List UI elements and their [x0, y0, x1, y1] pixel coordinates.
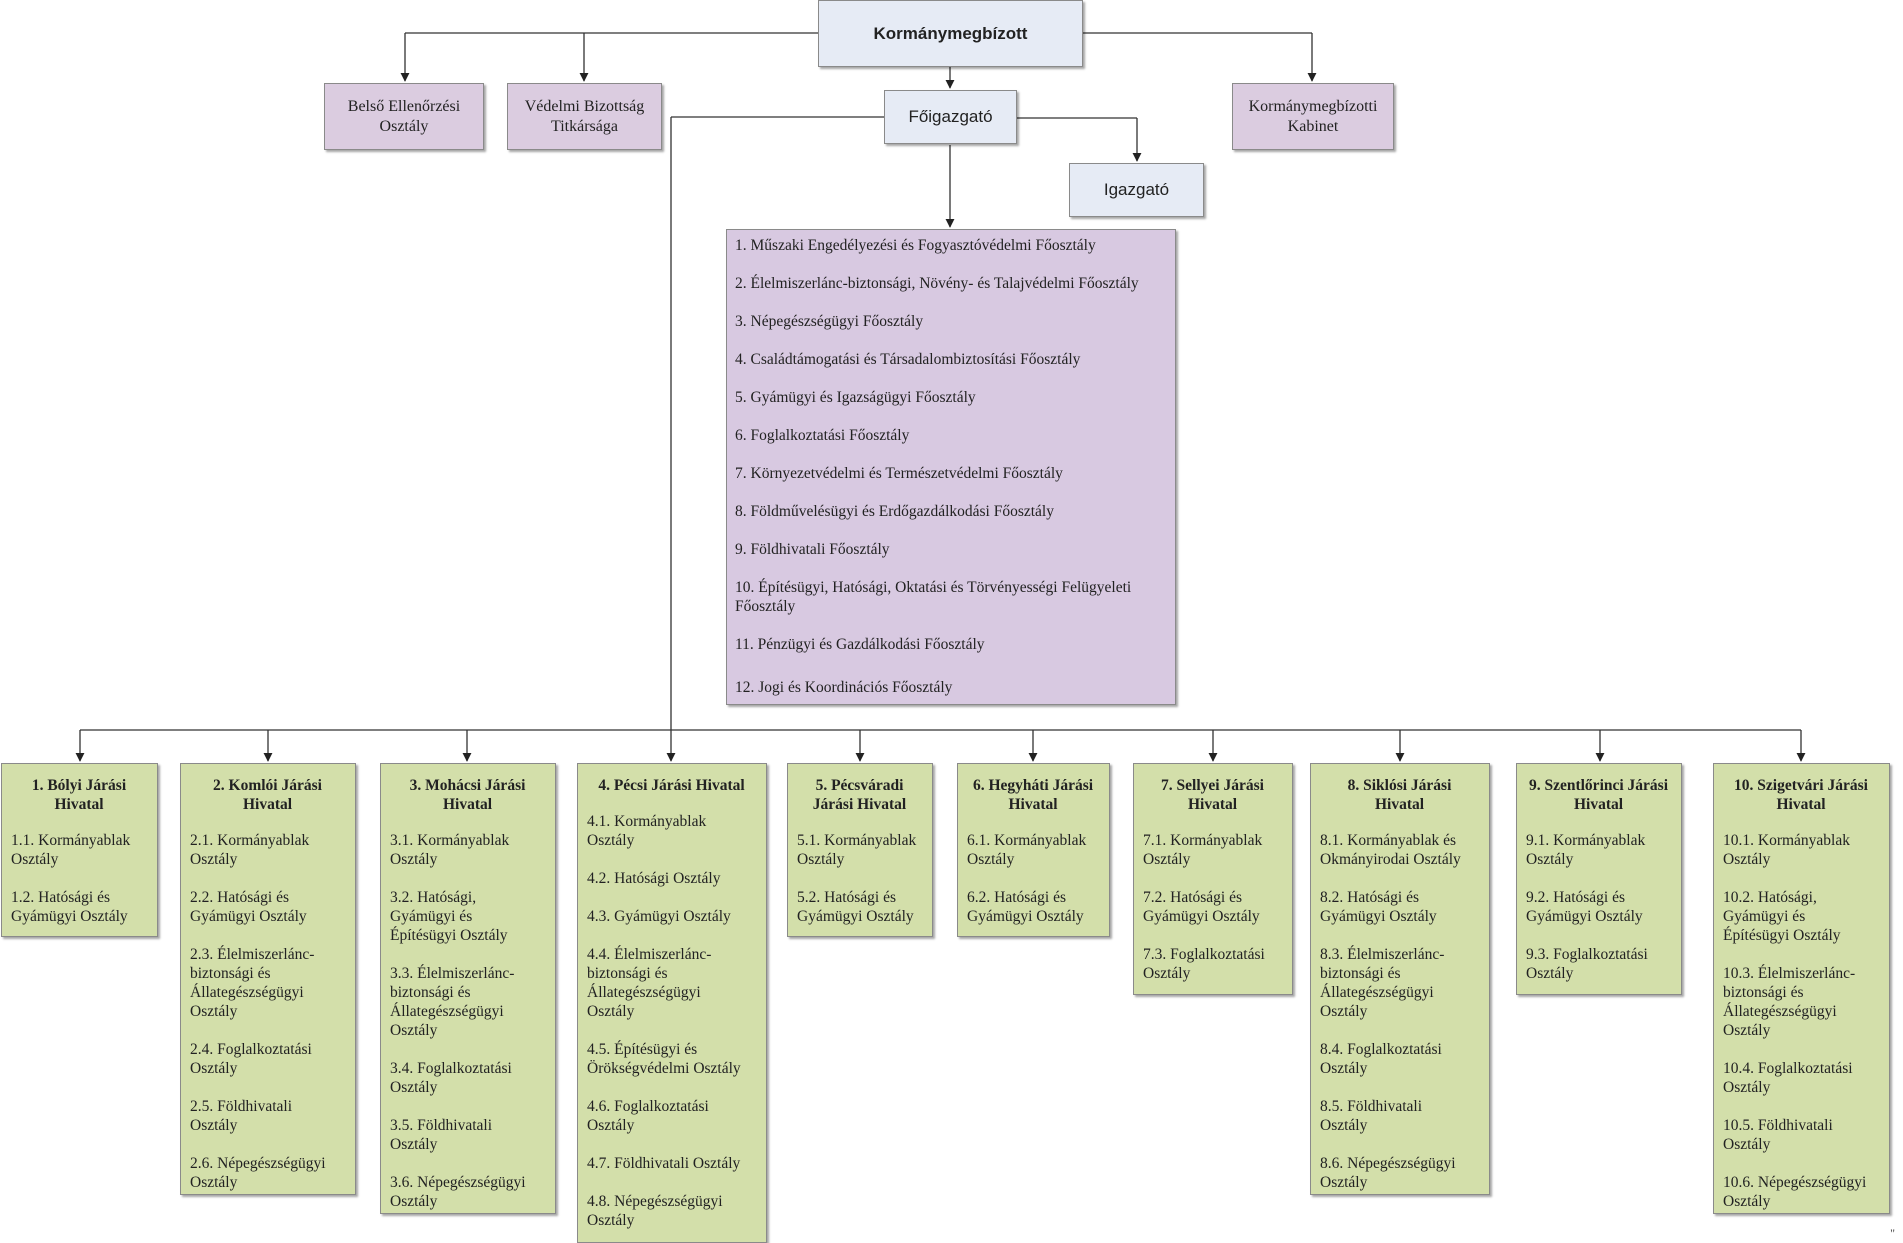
district-office-title: 9. Szentlőrinci Járási Hivatal: [1528, 777, 1669, 813]
corner-mark: ": [1890, 1226, 1895, 1240]
director-general-label: Főigazgató: [908, 107, 993, 126]
district-department: 4.2. Hatósági Osztály: [587, 870, 721, 887]
main-department: 10. Építésügyi, Hatósági, Oktatási és Tö…: [735, 579, 1132, 615]
government-commissioner-label: Kormánymegbízott: [873, 23, 1028, 43]
district-department: 4.8. Népegészségügyi Osztály: [587, 1193, 723, 1229]
internal-audit-label: Belső Ellenőrzési Osztály: [347, 97, 461, 135]
district-department: 4.5. Építésügyi és Örökségvédelmi Osztál…: [587, 1041, 741, 1077]
defense-committee-box: Védelmi Bizottság Titkársága: [507, 83, 662, 150]
district-department: 2.1. Kormányablak Osztály: [190, 832, 310, 868]
district-department: 2.4. Foglalkoztatási Osztály: [190, 1041, 312, 1077]
district-department: 2.2. Hatósági és Gyámügyi Osztály: [190, 889, 307, 925]
director-label: Igazgató: [1103, 180, 1170, 199]
district-department: 5.1. Kormányablak Osztály: [797, 832, 917, 868]
district-department: 4.4. Élelmiszerlánc- biztonsági és Állat…: [587, 946, 712, 1020]
main-department: 9. Földhivatali Főosztály: [735, 541, 890, 558]
main-department: 7. Környezetvédelmi és Természetvédelmi …: [735, 465, 1063, 482]
district-department: 9.1. Kormányablak Osztály: [1526, 832, 1646, 868]
district-department: 9.2. Hatósági és Gyámügyi Osztály: [1526, 889, 1643, 925]
district-office-title: 10. Szigetvári Járási Hivatal: [1734, 777, 1868, 813]
district-office-box: 6. Hegyháti Járási Hivatal 6.1. Kormányab…: [957, 763, 1110, 937]
district-department: 2.5. Földhivatali Osztály: [190, 1098, 293, 1134]
district-department: 1.2. Hatósági és Gyámügyi Osztály: [11, 889, 128, 925]
district-department: 10.3. Élelmiszerlánc- biztonsági és Álla…: [1723, 965, 1856, 1039]
district-department: 4.6. Foglalkoztatási Osztály: [587, 1098, 709, 1134]
main-department: 2. Élelmiszerlánc-biztonsági, Növény- és…: [735, 275, 1139, 292]
district-department: 10.1. Kormányablak Osztály: [1723, 832, 1850, 868]
district-department: 4.7. Földhivatali Osztály: [587, 1155, 741, 1172]
cabinet-box: Kormánymegbízotti Kabinet: [1232, 83, 1394, 150]
district-department: 3.3. Élelmiszerlánc- biztonsági és Állat…: [390, 965, 515, 1039]
government-commissioner-box: Kormánymegbízott: [818, 0, 1083, 67]
district-department: 10.6. Népegészségügyi Osztály: [1723, 1174, 1867, 1210]
defense-committee-label: Védelmi Bizottság Titkársága: [524, 97, 645, 135]
district-department: 4.1. Kormányablak Osztály: [587, 813, 707, 849]
district-department: 8.5. Földhivatali Osztály: [1320, 1098, 1423, 1134]
district-department: 8.2. Hatósági és Gyámügyi Osztály: [1320, 889, 1437, 925]
district-department: 8.4. Foglalkoztatási Osztály: [1320, 1041, 1442, 1077]
district-department: 8.3. Élelmiszerlánc- biztonsági és Állat…: [1320, 946, 1445, 1020]
district-department: 8.1. Kormányablak és Okmányirodai Osztál…: [1320, 832, 1461, 868]
district-department: 10.4. Foglalkoztatási Osztály: [1723, 1060, 1853, 1096]
main-department: 4. Családtámogatási és Társadalombiztosí…: [735, 351, 1081, 368]
district-department: 4.3. Gyámügyi Osztály: [587, 908, 731, 925]
district-office-title: 8. Siklósi Járási Hivatal: [1347, 777, 1452, 813]
main-department: 8. Földművelésügyi és Erdőgazdálkodási F…: [735, 503, 1054, 520]
district-department: 5.2. Hatósági és Gyámügyi Osztály: [797, 889, 914, 925]
district-department: 3.6. Népegészségügyi Osztály: [390, 1174, 526, 1210]
district-office-box: 2. Komlói Járási Hivatal 2.1. Kormányabla…: [180, 763, 356, 1195]
district-department: 6.1. Kormányablak Osztály: [967, 832, 1087, 868]
district-department: 3.2. Hatósági, Gyámügyi és Építésügyi Os…: [390, 889, 508, 944]
district-office-box: 3. Mohácsi Járási Hivatal 3.1. Kormányabl…: [380, 763, 556, 1214]
internal-audit-box: Belső Ellenőrzési Osztály: [324, 83, 484, 150]
district-department: 3.5. Földhivatali Osztály: [390, 1117, 493, 1153]
main-department: 6. Foglalkoztatási Főosztály: [735, 427, 910, 444]
district-department: 7.3. Foglalkoztatási Osztály: [1143, 946, 1265, 982]
district-department: 9.3. Foglalkoztatási Osztály: [1526, 946, 1648, 982]
district-office-title: 6. Hegyháti Járási Hivatal: [972, 777, 1094, 813]
district-department: 1.1. Kormányablak Osztály: [11, 832, 131, 868]
main-department: 1. Műszaki Engedélyezési és Fogyasztóvéd…: [735, 237, 1096, 254]
district-office-title: 7. Sellyei Járási Hivatal: [1161, 777, 1264, 813]
district-department: 7.1. Kormányablak Osztály: [1143, 832, 1263, 868]
main-department: 11. Pénzügyi és Gazdálkodási Főosztály: [735, 636, 985, 653]
main-department: 12. Jogi és Koordinációs Főosztály: [735, 679, 953, 696]
district-office-title: 1. Bólyi Járási Hivatal: [31, 777, 127, 813]
district-department: 3.4. Foglalkoztatási Osztály: [390, 1060, 512, 1096]
district-office-box: 10. Szigetvári Járási Hivatal 10.1. Kormá…: [1713, 763, 1890, 1214]
district-office-box: 1. Bólyi Járási Hivatal 1.1. Kormányablak…: [1, 763, 158, 937]
district-office-title: 2. Komlói Járási Hivatal: [213, 777, 322, 813]
director-general-box: Főigazgató: [884, 90, 1017, 144]
district-office-box: 9. Szentlőrinci Járási Hivatal 9.1. Kormá…: [1516, 763, 1682, 995]
district-office-box: 5. Pécsváradi Járási Hivatal 5.1. Kormány…: [787, 763, 933, 937]
main-department: 3. Népegészségügyi Főosztály: [735, 313, 924, 330]
main-department: 5. Gyámügyi és Igazságügyi Főosztály: [735, 389, 976, 406]
cabinet-label: Kormánymegbízotti Kabinet: [1248, 97, 1378, 135]
district-department: 10.5. Földhivatali Osztály: [1723, 1117, 1833, 1153]
district-office-box: 7. Sellyei Járási Hivatal 7.1. Kormányabl…: [1133, 763, 1293, 995]
district-department: 7.2. Hatósági és Gyámügyi Osztály: [1143, 889, 1260, 925]
director-box: Igazgató: [1069, 163, 1204, 217]
district-department: 2.6. Népegészségügyi Osztály: [190, 1155, 326, 1191]
district-office-box: 4. Pécsi Járási Hivatal 4.1. Kormányablak…: [577, 763, 767, 1243]
district-department: 10.2. Hatósági, Gyámügyi és Építésügyi O…: [1723, 889, 1841, 944]
district-department: 8.6. Népegészségügyi Osztály: [1320, 1155, 1456, 1191]
district-office-title: 5. Pécsváradi Járási Hivatal: [812, 777, 907, 813]
district-office-title: 3. Mohácsi Járási Hivatal: [409, 777, 526, 813]
district-department: 6.2. Hatósági és Gyámügyi Osztály: [967, 889, 1084, 925]
district-department: 3.1. Kormányablak Osztály: [390, 832, 510, 868]
district-office-box: 8. Siklósi Járási Hivatal 8.1. Kormányabl…: [1310, 763, 1490, 1195]
district-department: 2.3. Élelmiszerlánc- biztonsági és Állat…: [190, 946, 315, 1020]
district-office-title: 4. Pécsi Járási Hivatal: [598, 777, 745, 794]
main-departments-box: 1. Műszaki Engedélyezési és Fogyasztóvéd…: [726, 229, 1176, 705]
